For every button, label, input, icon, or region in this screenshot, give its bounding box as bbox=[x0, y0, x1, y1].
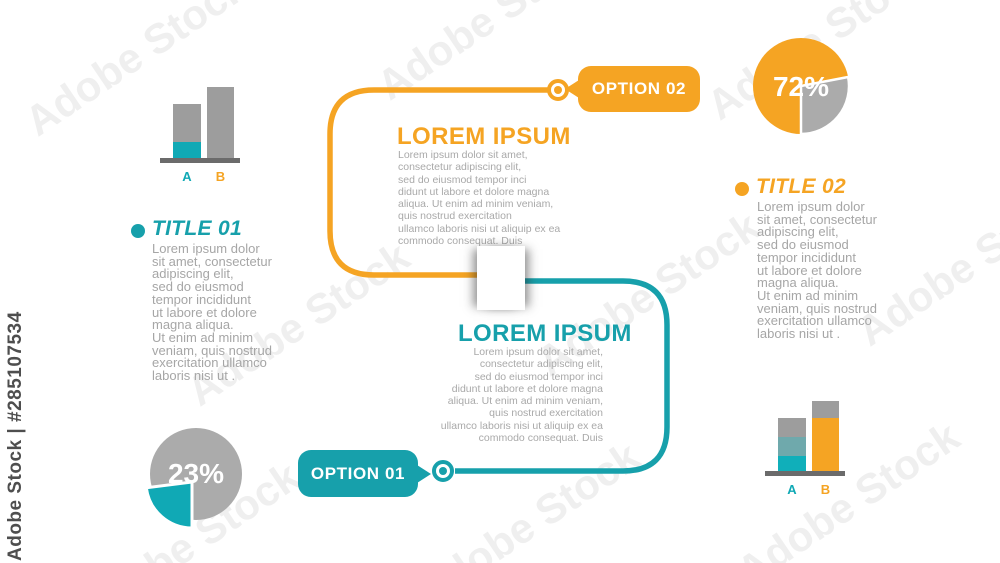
badge-tail-right bbox=[417, 464, 431, 483]
title-02-body: Lorem ipsum dolor sit amet, consectetur … bbox=[757, 199, 877, 342]
option-01-node-icon bbox=[432, 460, 454, 482]
bar-a bbox=[778, 418, 806, 471]
node-dot bbox=[439, 467, 447, 475]
bar-segment-gray bbox=[812, 401, 839, 418]
pie-remainder-slice bbox=[799, 75, 851, 136]
bar-chart-bottom-right: A B bbox=[765, 396, 845, 498]
bar-label-a: A bbox=[787, 482, 797, 497]
option-02-body: Lorem ipsum dolor sit amet, consectetur … bbox=[398, 149, 561, 248]
title-01-body: Lorem ipsum dolor sit amet, consectetur … bbox=[152, 241, 272, 384]
pie-highlight-slice bbox=[144, 480, 194, 529]
orange-route-path bbox=[327, 87, 548, 278]
bar-b bbox=[207, 87, 234, 158]
option-02-heading: LOREM IPSUM bbox=[397, 123, 571, 150]
bar-segment-gray bbox=[778, 418, 806, 437]
bar-segment-teal bbox=[173, 142, 201, 158]
bar-chart-top-left: A B bbox=[160, 85, 240, 184]
chart-baseline bbox=[765, 471, 845, 476]
pie-chart-23 bbox=[144, 428, 242, 529]
bar-label-b: B bbox=[215, 169, 226, 184]
bar-segment-orange bbox=[812, 418, 839, 471]
center-ribbon-connector bbox=[477, 246, 525, 310]
option-01-badge: OPTION 01 bbox=[298, 450, 431, 497]
pie-72-label: 72% bbox=[772, 71, 830, 102]
title-01-bullet bbox=[131, 224, 145, 238]
bar-label-b: B bbox=[820, 482, 831, 497]
bar-label-a: A bbox=[182, 169, 192, 184]
option-02-label: OPTION 02 bbox=[591, 79, 687, 98]
teal-route-path bbox=[455, 278, 670, 474]
bar-segment-bright-teal bbox=[778, 456, 806, 471]
bar-a bbox=[173, 104, 201, 158]
bar-b bbox=[812, 401, 839, 471]
bar-segment-gray bbox=[207, 87, 234, 158]
badge-tail-left bbox=[565, 80, 579, 98]
option-01-label: OPTION 01 bbox=[310, 463, 406, 483]
bar-segment-gray bbox=[173, 104, 201, 142]
chart-baseline bbox=[160, 158, 240, 163]
node-dot bbox=[554, 86, 562, 94]
pie-chart-72 bbox=[753, 38, 851, 136]
option-02-badge: OPTION 02 bbox=[565, 66, 700, 112]
title-01: TITLE 01 bbox=[152, 217, 242, 240]
option-01-body: Lorem ipsum dolor sit amet, consectetur … bbox=[440, 346, 603, 445]
pie-23-label: 23% bbox=[167, 458, 225, 489]
title-02-bullet bbox=[735, 182, 749, 196]
title-02: TITLE 02 bbox=[756, 175, 846, 198]
option-01-heading: LOREM IPSUM bbox=[458, 320, 632, 347]
bar-segment-muted-teal bbox=[778, 437, 806, 456]
